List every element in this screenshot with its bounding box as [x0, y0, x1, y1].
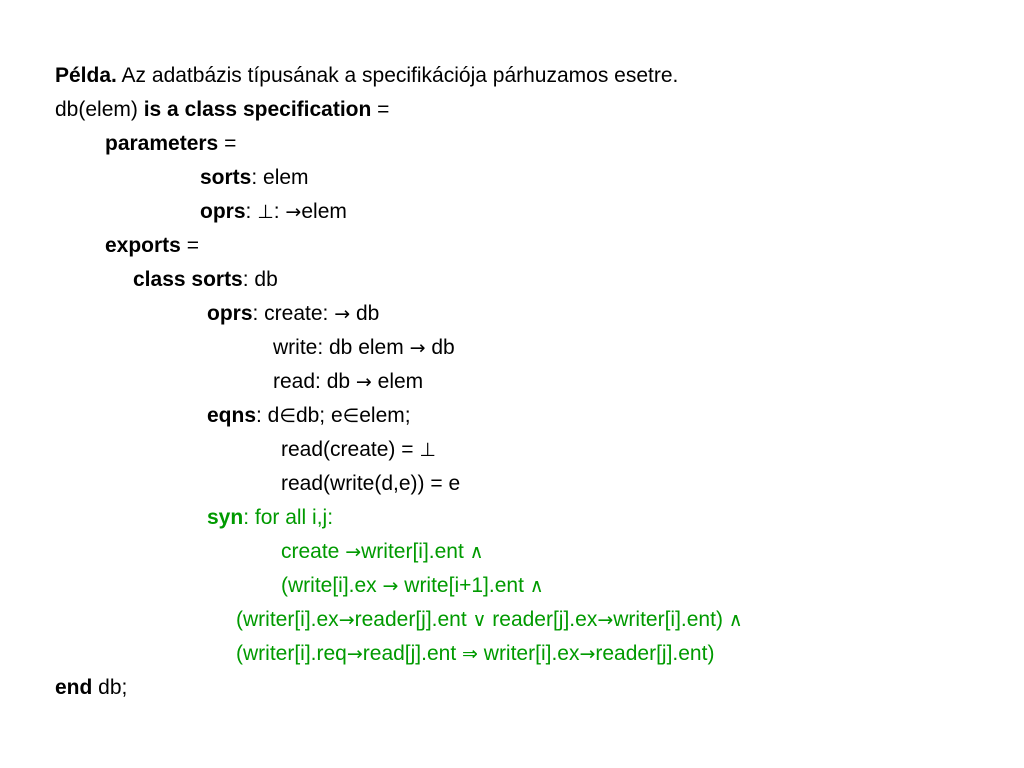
text: write: db elem — [273, 336, 410, 359]
line-oprs-create: oprs: create: → db — [207, 301, 379, 327]
text: : — [245, 200, 258, 223]
text: : elem — [251, 166, 309, 189]
text: reader[j].ent — [354, 608, 473, 631]
text: create — [281, 540, 346, 563]
line-syn-writer-reader: (writer[i].ex→reader[j].ent ∨ reader[j].… — [236, 607, 743, 633]
text: : create: — [252, 302, 335, 325]
text: elem — [371, 370, 424, 393]
bottom-symbol: ⊥ — [419, 439, 436, 461]
keyword-oprs: oprs — [200, 200, 246, 223]
keyword-end: end — [55, 676, 93, 699]
text: db(elem) — [55, 98, 144, 121]
text: writer[i].ent — [361, 540, 470, 563]
line-syn: syn: for all i,j: — [207, 505, 333, 531]
keyword-exports: exports — [105, 234, 181, 257]
text: write[i+1].ent — [398, 574, 530, 597]
text: : — [273, 200, 286, 223]
keyword-class-sorts: class sorts — [133, 268, 243, 291]
arrow-symbol: → — [345, 541, 362, 563]
keyword-parameters: parameters — [105, 132, 219, 155]
line-oprs-param: oprs: ⊥: →elem — [200, 199, 347, 225]
text: (writer[i].ex — [236, 608, 339, 631]
and-symbol: ∧ — [728, 609, 743, 631]
text: = — [371, 98, 390, 121]
arrow-symbol: → — [579, 643, 596, 665]
element-of-symbol: ∈ — [279, 405, 296, 427]
text: : d — [256, 404, 280, 427]
text: elem — [301, 200, 347, 223]
keyword-oprs: oprs — [207, 302, 253, 325]
text: reader[j].ent) — [595, 642, 715, 665]
text: elem; — [359, 404, 411, 427]
arrow-symbol: → — [409, 337, 426, 359]
text: : for all i,j: — [243, 506, 334, 529]
line-exports: exports = — [105, 233, 199, 259]
line-sorts: sorts: elem — [200, 165, 309, 191]
text: writer[i].ent) — [613, 608, 729, 631]
text: read(create) = — [281, 438, 420, 461]
keyword-sorts: sorts — [200, 166, 252, 189]
keyword-eqns: eqns — [207, 404, 257, 427]
arrow-symbol: → — [355, 371, 372, 393]
line-write-op: write: db elem → db — [273, 335, 455, 361]
arrow-symbol: → — [334, 303, 351, 325]
text: (writer[i].req — [236, 642, 347, 665]
text: db; — [92, 676, 128, 699]
text: writer[i].ex — [477, 642, 580, 665]
line-eq-read-create: read(create) = ⊥ — [281, 437, 436, 463]
line-example-title: Példa. Az adatbázis típusának a specifik… — [55, 63, 678, 89]
text: db; e — [295, 404, 343, 427]
line-syn-write: (write[i].ex → write[i+1].ent ∧ — [281, 573, 544, 599]
text: db — [350, 302, 380, 325]
bottom-symbol: ⊥ — [257, 201, 274, 223]
line-syn-create: create →writer[i].ent ∧ — [281, 539, 484, 565]
text: reader[j].ex — [486, 608, 598, 631]
implies-symbol: ⇒ — [462, 643, 478, 665]
arrow-symbol: → — [382, 575, 399, 597]
text: read(write(d,e)) = e — [281, 472, 461, 495]
text: read[j].ent — [362, 642, 463, 665]
line-class-sorts: class sorts: db — [133, 267, 278, 293]
or-symbol: ∨ — [472, 609, 487, 631]
keyword-class-spec: is a class specification — [143, 98, 372, 121]
and-symbol: ∧ — [469, 541, 484, 563]
line-syn-req-read: (writer[i].req→read[j].ent ⇒ writer[i].e… — [236, 641, 714, 667]
keyword-syn: syn — [207, 506, 244, 529]
element-of-symbol: ∈ — [342, 405, 360, 427]
line-eqns: eqns: d∈db; e∈elem; — [207, 403, 411, 429]
arrow-symbol: → — [346, 643, 363, 665]
and-symbol: ∧ — [529, 575, 544, 597]
text: Az adatbázis típusának a specifikációja … — [116, 64, 679, 87]
text: (write[i].ex — [281, 574, 383, 597]
line-eq-read-write: read(write(d,e)) = e — [281, 471, 460, 497]
text: read: db — [273, 370, 356, 393]
line-read-op: read: db → elem — [273, 369, 423, 395]
text: : db — [242, 268, 278, 291]
text: = — [218, 132, 237, 155]
line-parameters: parameters = — [105, 131, 236, 157]
line-class-spec: db(elem) is a class specification = — [55, 97, 389, 123]
line-end: end db; — [55, 675, 127, 701]
arrow-symbol: → — [285, 201, 302, 223]
arrow-symbol: → — [338, 609, 355, 631]
keyword-pelda: Példa. — [55, 64, 117, 87]
text: = — [180, 234, 199, 257]
arrow-symbol: → — [597, 609, 614, 631]
text: db — [425, 336, 455, 359]
